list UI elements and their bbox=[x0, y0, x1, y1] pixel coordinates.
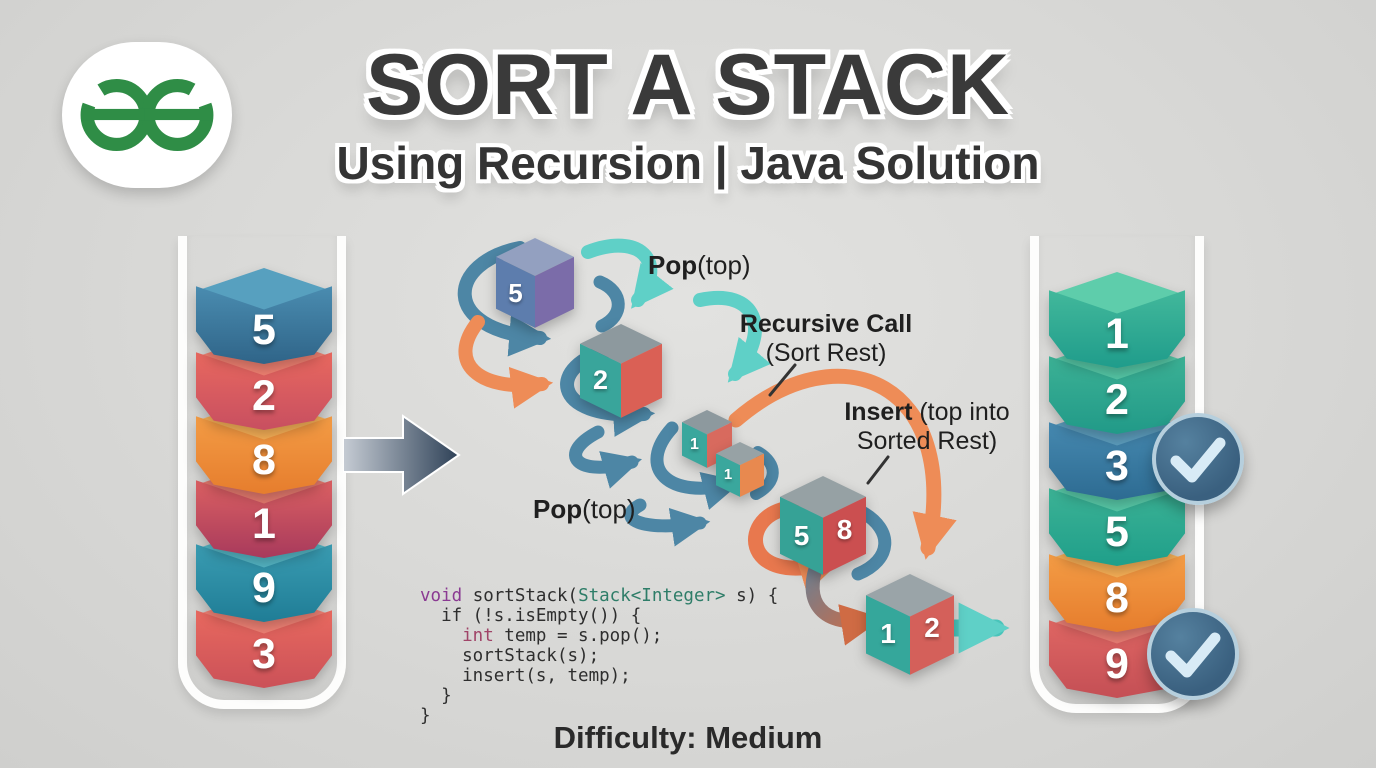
stack-block-value: 1 bbox=[252, 500, 276, 549]
code-type: Stack<Integer> bbox=[578, 586, 726, 606]
page-title: SORT A STACK bbox=[365, 37, 1011, 133]
stack-block-value: 2 bbox=[252, 372, 276, 421]
stack-block-value: 8 bbox=[1105, 574, 1129, 623]
stack-block-value: 3 bbox=[1105, 442, 1129, 491]
stack-block: 5 bbox=[196, 268, 332, 364]
difficulty-label: Difficulty: Medium bbox=[553, 720, 823, 755]
pop-top-label-rest: (top) bbox=[582, 494, 636, 524]
code-text: s) { bbox=[725, 586, 779, 606]
code-line: } bbox=[441, 686, 452, 706]
code-text: sortStack( bbox=[462, 586, 579, 606]
cube-58: 5 8 bbox=[780, 476, 866, 575]
insert-label-rest: (top into bbox=[912, 398, 1010, 426]
code-text: temp = s.pop(); bbox=[493, 626, 663, 646]
recursive-call-line2: (Sort Rest) bbox=[765, 339, 887, 367]
cube-1b: 1 bbox=[716, 442, 764, 497]
cube-5: 5 bbox=[496, 238, 574, 328]
geeksforgeeks-logo bbox=[62, 42, 232, 188]
geeksforgeeks-logo-icon bbox=[80, 78, 214, 152]
code-line: int temp = s.pop(); bbox=[420, 626, 778, 646]
cube-value: 2 bbox=[592, 365, 609, 396]
code-keyword: void bbox=[420, 586, 463, 606]
unsorted-stack-container bbox=[178, 236, 346, 709]
pop-top-label-bold: Pop bbox=[533, 494, 583, 524]
cube-12: 1 2 bbox=[866, 574, 954, 675]
stack-block-value: 1 bbox=[1105, 310, 1129, 359]
code-line: void sortStack(Stack<Integer> s) { bbox=[420, 586, 778, 606]
stack-block-value: 5 bbox=[1105, 508, 1129, 557]
stack-block-value: 2 bbox=[1105, 376, 1129, 425]
checkmark-icon bbox=[1165, 632, 1221, 678]
cube-value: 5 bbox=[508, 277, 523, 308]
code-line: insert(s, temp); bbox=[462, 666, 631, 686]
recursive-call-label: Recursive Call (Sort Rest) bbox=[728, 310, 924, 368]
stack-block: 1 bbox=[1049, 272, 1185, 368]
cube-value: 1 bbox=[723, 466, 733, 484]
stack-block-value: 3 bbox=[252, 630, 276, 679]
code-keyword: int bbox=[462, 626, 494, 646]
insert-label-bold: Insert bbox=[844, 398, 913, 426]
pop-top-label-1: Pop(top) bbox=[648, 250, 751, 281]
pop-top-label-2: Pop(top) bbox=[533, 494, 636, 525]
stack-block-value: 9 bbox=[1105, 640, 1129, 689]
cube-value: 1 bbox=[880, 618, 896, 650]
cube-value: 5 bbox=[793, 519, 810, 551]
stack-block-value: 8 bbox=[252, 436, 276, 485]
cube-2: 2 bbox=[580, 324, 662, 418]
stack-block-value: 9 bbox=[252, 564, 276, 613]
code-line: } bbox=[420, 706, 431, 726]
checkmark-badge bbox=[1147, 608, 1239, 700]
code-line: if (!s.isEmpty()) { bbox=[441, 606, 642, 626]
transform-arrow-icon bbox=[343, 414, 461, 496]
cube-value: 2 bbox=[924, 612, 940, 644]
insert-label-line2: Sorted Rest) bbox=[856, 427, 998, 455]
page-subtitle: Using Recursion | Java Solution bbox=[336, 137, 1040, 189]
cube-value: 1 bbox=[690, 435, 699, 453]
pop-top-label-rest: (top) bbox=[697, 250, 751, 280]
cube-value: 8 bbox=[836, 513, 853, 545]
checkmark-badge bbox=[1152, 413, 1244, 505]
checkmark-icon bbox=[1170, 437, 1226, 483]
recursive-call-line1: Recursive Call bbox=[739, 310, 913, 338]
pop-top-label-bold: Pop bbox=[648, 250, 698, 280]
insert-label: Insert (top into Sorted Rest) bbox=[834, 398, 1020, 456]
java-code-snippet: void sortStack(Stack<Integer> s) { if (!… bbox=[420, 586, 778, 726]
code-line: sortStack(s); bbox=[462, 646, 600, 666]
stack-block-value: 5 bbox=[252, 306, 276, 355]
